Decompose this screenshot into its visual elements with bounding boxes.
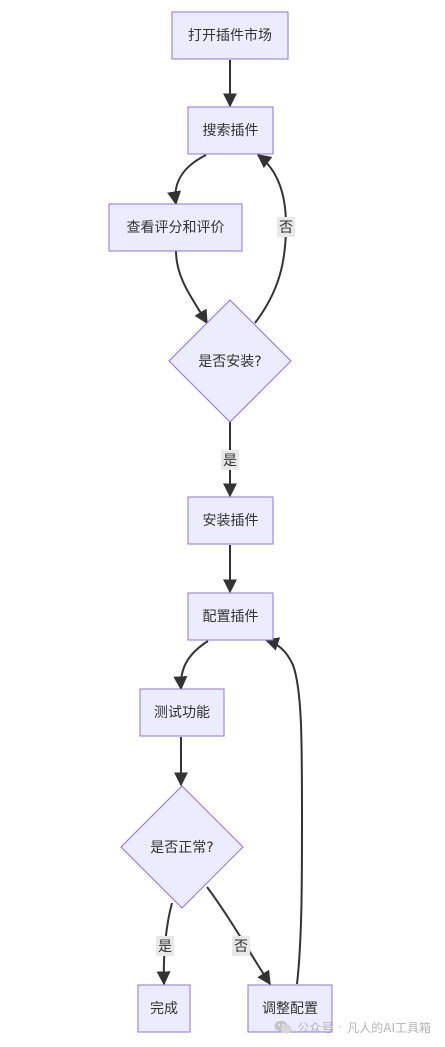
node-normal-decision: 是否正常? [120, 785, 244, 909]
node-install: 安装插件 [187, 496, 274, 545]
edge-review-to-decision [175, 250, 208, 325]
svg-text:打开插件市场: 打开插件市场 [188, 27, 272, 44]
node-install-decision: 是否安装? [168, 299, 292, 423]
edge-search-to-review [167, 154, 207, 206]
svg-text:搜索插件: 搜索插件 [203, 122, 259, 139]
svg-text:是: 是 [158, 939, 172, 955]
edge-configure-to-test [173, 640, 209, 691]
node-review: 查看评分和评价 [108, 203, 243, 252]
svg-text:完成: 完成 [150, 1001, 178, 1017]
edge-decision-no-to-search [254, 154, 288, 324]
svg-text:是否正常?: 是否正常? [150, 840, 213, 856]
edge-label-normal-no: 否 [232, 936, 250, 956]
svg-text:否: 否 [234, 939, 248, 955]
edge-label-install-no: 否 [277, 217, 295, 237]
watermark-separator: · [338, 1020, 343, 1034]
node-test: 测试功能 [139, 688, 225, 737]
wechat-icon [274, 1020, 293, 1034]
edge-label-install-yes: 是 [221, 450, 239, 470]
svg-text:是否安装?: 是否安装? [198, 354, 261, 370]
watermark-account-type: 公众号 [297, 1020, 334, 1035]
node-adjust: 调整配置 [247, 984, 333, 1033]
svg-text:调整配置: 调整配置 [262, 1001, 318, 1017]
node-configure: 配置插件 [187, 592, 274, 641]
watermark: 公众号 · 凡人的AI工具箱 [274, 1017, 431, 1037]
node-open-market: 打开插件市场 [171, 11, 289, 60]
edge-label-normal-yes: 是 [156, 936, 174, 956]
edge-normal-no-to-adjust [206, 886, 271, 986]
watermark-account-name: 凡人的AI工具箱 [347, 1020, 431, 1035]
node-search: 搜索插件 [187, 106, 274, 155]
svg-text:查看评分和评价: 查看评分和评价 [127, 220, 225, 236]
svg-text:是: 是 [223, 453, 237, 469]
svg-text:否: 否 [279, 220, 293, 236]
node-done: 完成 [137, 984, 191, 1033]
svg-text:安装插件: 安装插件 [203, 513, 259, 529]
svg-text:测试功能: 测试功能 [154, 705, 210, 721]
svg-text:配置插件: 配置插件 [203, 609, 259, 625]
edge-adjust-to-configure [264, 637, 303, 985]
